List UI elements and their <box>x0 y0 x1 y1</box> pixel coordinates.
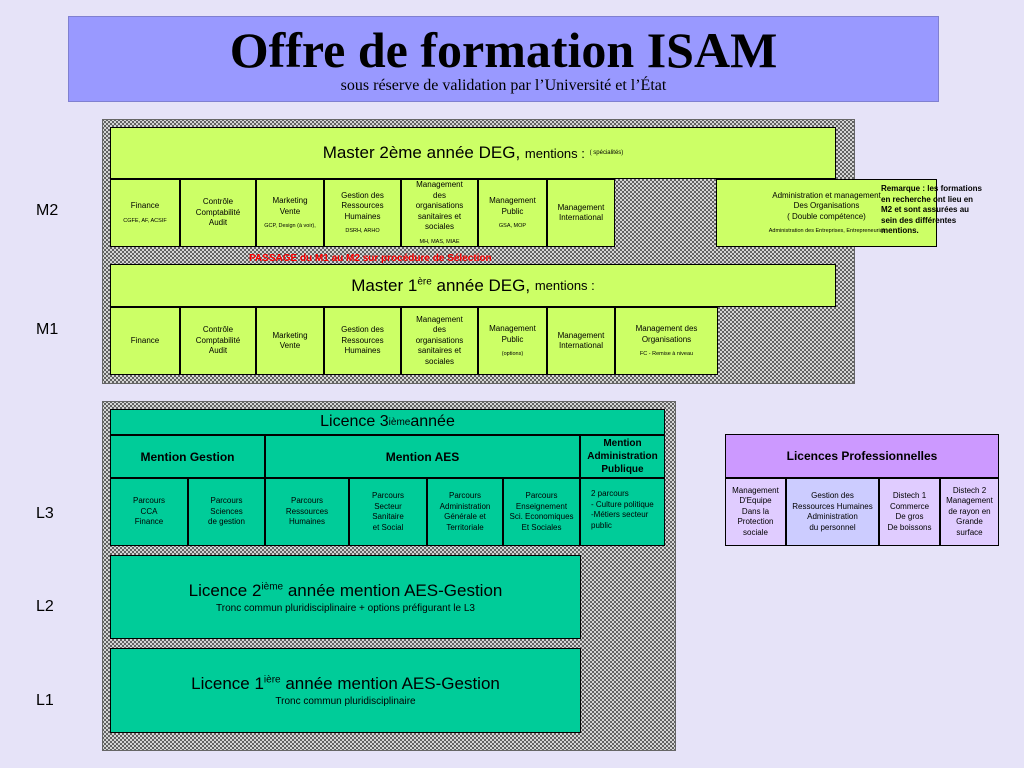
licence3-parcours-6-label: 2 parcours - Culture politique -Métiers … <box>591 489 654 530</box>
master2-cell-7-label: Administration et management Des Organis… <box>772 190 881 221</box>
licence3-parcours-4-label: Parcours Administration Générale et Terr… <box>439 491 491 532</box>
master2-cell-3-label: Gestion des Ressources Humaines <box>341 190 384 221</box>
licpro-cell-3-label: Distech 2 Management de rayon en Grande … <box>946 485 993 537</box>
master1-cell-7-sub: FC - Remise à niveau <box>639 351 694 357</box>
licence1-box: Licence 1ière année mention AES-Gestion … <box>110 648 581 733</box>
master2-cell-6: Management International <box>547 179 615 247</box>
master1-cell-7-label: Management des Organisations <box>635 324 698 344</box>
licpro-cell-0-label: Management D'Equipe Dans la Protection s… <box>732 485 779 537</box>
level-l1: L1 <box>36 692 54 709</box>
level-l2: L2 <box>36 598 54 615</box>
master2-cell-7: Administration et management Des Organis… <box>716 179 937 247</box>
master2-cell-1: Contrôle Comptabilité Audit <box>180 179 256 247</box>
licence3-parcours-6: 2 parcours - Culture politique -Métiers … <box>580 478 665 546</box>
master1-cell-7: Management des Organisations FC - Remise … <box>615 307 718 375</box>
master1-cell-4: Management des organisations sanitaires … <box>401 307 478 375</box>
licpro-header: Licences Professionnelles <box>725 434 999 478</box>
master1-cell-3: Gestion des Ressources Humaines <box>324 307 401 375</box>
licence2-box: Licence 2ième année mention AES-Gestion … <box>110 555 581 639</box>
licence1-title: Licence 1ière année mention AES-Gestion <box>191 674 500 693</box>
master1-cell-6: Management International <box>547 307 615 375</box>
licence3-parcours-2-label: Parcours Ressources Humaines <box>285 496 329 527</box>
master1-cell-2: Marketing Vente <box>256 307 324 375</box>
mention-gestion: Mention Gestion <box>110 435 265 478</box>
licence2-title: Licence 2ième année mention AES-Gestion <box>188 580 503 600</box>
master1-cell-6-label: Management International <box>557 330 605 351</box>
passage-note: PASSAGE du M1 au M2 sur procédure de Sél… <box>249 253 492 264</box>
master2-cell-4-label: Management des organisations sanitaires … <box>415 180 464 232</box>
page-subtitle: sous réserve de validation par l’Univers… <box>340 77 667 94</box>
master1-cell-0-label: Finance <box>130 335 160 345</box>
licence2-subtitle: Tronc commun pluridisciplinaire + option… <box>216 602 475 614</box>
master2-cell-1-label: Contrôle Comptabilité Audit <box>195 197 241 228</box>
master2-header: Master 2ème année DEG, mentions : ( spéc… <box>110 127 836 179</box>
licpro-cell-1: Gestion des Ressources Humaines Administ… <box>786 478 879 546</box>
master2-title: Master 2ème année DEG, <box>322 143 521 162</box>
master2-cell-0-sub: CGFE, AF, ACSIF <box>123 217 167 224</box>
level-m2: M2 <box>36 202 59 219</box>
master2-cell-4: Management des organisations sanitaires … <box>401 179 478 247</box>
master1-cell-3-label: Gestion des Ressources Humaines <box>341 325 384 356</box>
master1-cell-1: Contrôle Comptabilité Audit <box>180 307 256 375</box>
licence3-parcours-3-label: Parcours Secteur Sanitaire et Social <box>371 491 404 532</box>
master2-cell-0-label: Finance <box>130 201 160 211</box>
master2-cell-7-sub: Administration des Entreprises, Entrepre… <box>768 228 885 235</box>
level-l3: L3 <box>36 505 54 522</box>
master2-specialites: ( spécialités) <box>589 150 624 156</box>
mention-aes: Mention AES <box>265 435 580 478</box>
master1-cell-5: Management Public (options) <box>478 307 547 375</box>
master2-cell-5-sub: GSA, MOP <box>498 223 527 229</box>
licence1-subtitle: Tronc commun pluridisciplinaire <box>275 696 416 707</box>
master1-cell-5-sub: (options) <box>501 351 524 357</box>
master1-cell-1-label: Contrôle Comptabilité Audit <box>195 325 241 356</box>
licpro-cell-3: Distech 2 Management de rayon en Grande … <box>940 478 999 546</box>
licence3-parcours-1: Parcours Sciences de gestion <box>188 478 265 546</box>
master1-cell-4-label: Management des organisations sanitaires … <box>415 314 464 366</box>
master1-cell-2-label: Marketing Vente <box>272 330 308 351</box>
master2-cell-2-label: Marketing Vente <box>272 196 308 216</box>
master1-mentions: mentions : <box>534 278 595 293</box>
master1-title: Master 1ère année DEG, <box>351 275 531 295</box>
master2-cell-6-label: Management International <box>557 202 605 223</box>
master1-cell-0: Finance <box>110 307 180 375</box>
licence3-parcours-5: Parcours Enseignement Sci. Economiques E… <box>503 478 580 546</box>
licence3-parcours-4: Parcours Administration Générale et Terr… <box>427 478 503 546</box>
master2-cell-3-sub: DSRH, ARHO <box>345 228 380 235</box>
remark-note: Remarque : les formations en recherche o… <box>881 184 982 235</box>
licence3-parcours-5-label: Parcours Enseignement Sci. Economiques E… <box>509 491 574 532</box>
licpro-cell-2: Distech 1 Commerce De gros De boissons <box>879 478 940 546</box>
page-title: Offre de formation ISAM <box>229 22 778 78</box>
level-m1: M1 <box>36 321 59 338</box>
title-banner: Offre de formation ISAM sous réserve de … <box>68 16 939 102</box>
licpro-cell-0: Management D'Equipe Dans la Protection s… <box>725 478 786 546</box>
licence3-parcours-1-label: Parcours Sciences de gestion <box>208 496 245 527</box>
licence3-parcours-0: Parcours CCA Finance <box>110 478 188 546</box>
master2-cell-4-sub: MH, MAS, MIAE <box>419 238 460 245</box>
master2-cell-5-label: Management Public <box>489 196 536 216</box>
licence3-parcours-2: Parcours Ressources Humaines <box>265 478 349 546</box>
licpro-cell-2-label: Distech 1 Commerce De gros De boissons <box>887 491 932 532</box>
master2-mentions: mentions : <box>524 145 585 161</box>
licence3-parcours-0-label: Parcours CCA Finance <box>132 496 165 527</box>
mention-administration-publique: Mention Administration Publique <box>580 435 665 478</box>
licence3-parcours-3: Parcours Secteur Sanitaire et Social <box>349 478 427 546</box>
licpro-cell-1-label: Gestion des Ressources Humaines Administ… <box>792 491 873 532</box>
master1-cell-5-label: Management Public <box>489 324 536 344</box>
master1-header: Master 1ère année DEG, mentions : <box>110 264 836 307</box>
master2-cell-2-sub: GCP, Design (à voir), <box>264 223 316 229</box>
